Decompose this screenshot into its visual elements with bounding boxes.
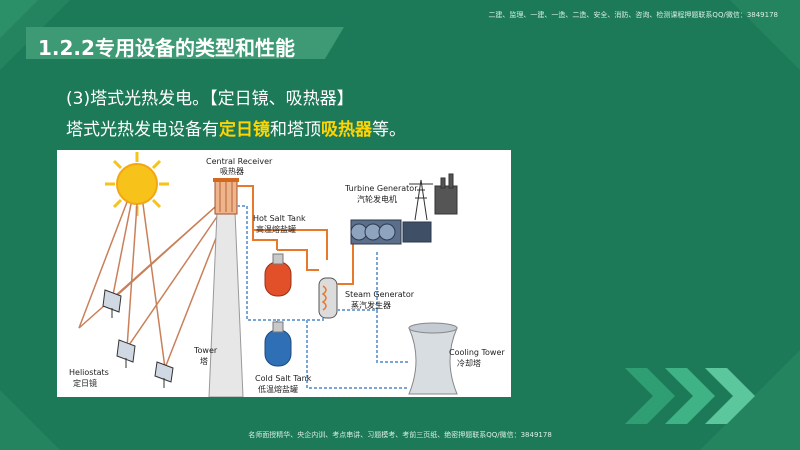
chevron-arrows-icon: [625, 368, 755, 424]
steam-generator-icon: [318, 277, 338, 319]
label-cold-salt-tank-zh: 低温熔盐罐: [258, 385, 298, 394]
highlight-heliostat: 定日镜: [219, 120, 270, 140]
diagram-graphic: [78, 152, 458, 397]
label-hot-salt-tank-zh: 高温熔盐罐: [256, 225, 296, 234]
label-turbine-generator-zh: 汽轮发电机: [357, 195, 397, 204]
sunlight-rays: [78, 201, 166, 369]
label-central-receiver: Central Receiver: [206, 157, 273, 166]
hot-salt-tank-icon: [264, 253, 292, 297]
label-cold-salt-tank: Cold Salt Tank: [255, 374, 312, 383]
page-title: 1.2.2专用设备的类型和性能: [38, 36, 295, 60]
section-subtitle: (3)塔式光热发电。【定日镜、吸热器】: [66, 89, 354, 109]
cooling-tower-icon: [408, 322, 458, 395]
label-steam-generator-zh: 蒸汽发生器: [351, 301, 391, 310]
watermark-top: 二建、监理、一建、一造、二造、安全、消防、咨询、检测课程押题联系QQ/微信：38…: [488, 11, 778, 19]
highlight-receiver: 吸热器: [321, 120, 372, 140]
label-turbine-generator: Turbine Generator: [345, 184, 418, 193]
turbine-generator-icon: [350, 219, 432, 245]
label-cooling-tower: Cooling Tower: [449, 348, 505, 357]
power-line-icon: [409, 173, 458, 221]
label-tower: Tower: [194, 346, 218, 355]
label-hot-salt-tank: Hot Salt Tank: [253, 214, 306, 223]
solar-tower-diagram: Central Receiver 吸热器 Hot Salt Tank 高温熔盐罐…: [57, 150, 511, 397]
label-heliostats-zh: 定日镜: [73, 379, 97, 388]
desc-mid: 和塔顶: [270, 120, 321, 140]
label-tower-zh: 塔: [200, 357, 208, 366]
label-central-receiver-zh: 吸热器: [220, 167, 244, 176]
description: 塔式光热发电设备有定日镜和塔顶吸热器等。: [66, 115, 406, 140]
label-steam-generator: Steam Generator: [345, 290, 414, 299]
hot-salt-pipe: [237, 185, 328, 271]
title-bar: [26, 27, 344, 59]
label-cooling-tower-zh: 冷却塔: [457, 359, 481, 368]
watermark-bottom: 名师面授精华、央企内训、考点串讲、习题模考、考前三页纸、绝密押题联系QQ/微信：…: [248, 431, 552, 439]
desc-suffix: 等。: [372, 120, 406, 140]
heliostat-icons: [102, 289, 174, 388]
tower-icon: [208, 178, 244, 397]
label-heliostats: Heliostats: [69, 368, 109, 377]
cold-salt-tank-icon: [264, 321, 292, 367]
desc-prefix: 塔式光热发电设备有: [66, 120, 219, 140]
